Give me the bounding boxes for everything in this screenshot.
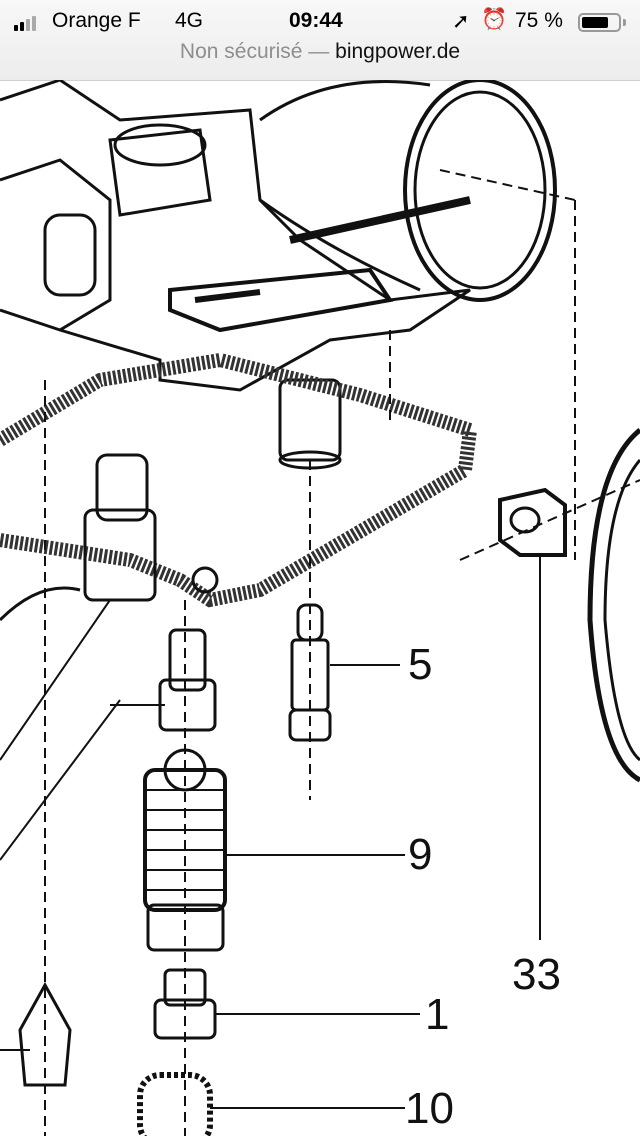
network-type: 4G [175, 9, 204, 32]
browser-top-bar: Orange F 4G 09:44 ➚ ⏰ 75 % Non sécurisé … [0, 0, 640, 81]
status-bar: Orange F 4G 09:44 ➚ ⏰ 75 % [0, 6, 640, 36]
battery-percent: 75 % [515, 9, 563, 32]
signal-icon [14, 16, 36, 31]
battery-icon [578, 13, 621, 32]
clock: 09:44 [289, 9, 343, 32]
security-label: Non sécurisé — [179, 40, 330, 63]
callout-label-1: 1 [425, 990, 450, 1039]
callout-label-33: 33 [512, 950, 561, 999]
callout-label-9: 9 [408, 830, 433, 879]
diagram-drawing [0, 78, 640, 1141]
alarm-icon: ⏰ [481, 8, 508, 31]
carburetor-exploded-diagram: 5 9 33 1 10 [0, 78, 640, 1141]
callout-label-10: 10 [405, 1084, 454, 1133]
address-bar[interactable]: Non sécurisé — bingpower.de [0, 40, 640, 64]
url-host: bingpower.de [335, 40, 461, 63]
location-icon: ➚ [452, 10, 470, 33]
callout-label-5: 5 [408, 640, 433, 689]
carrier-name: Orange F [52, 9, 141, 32]
battery-tip [623, 19, 626, 26]
